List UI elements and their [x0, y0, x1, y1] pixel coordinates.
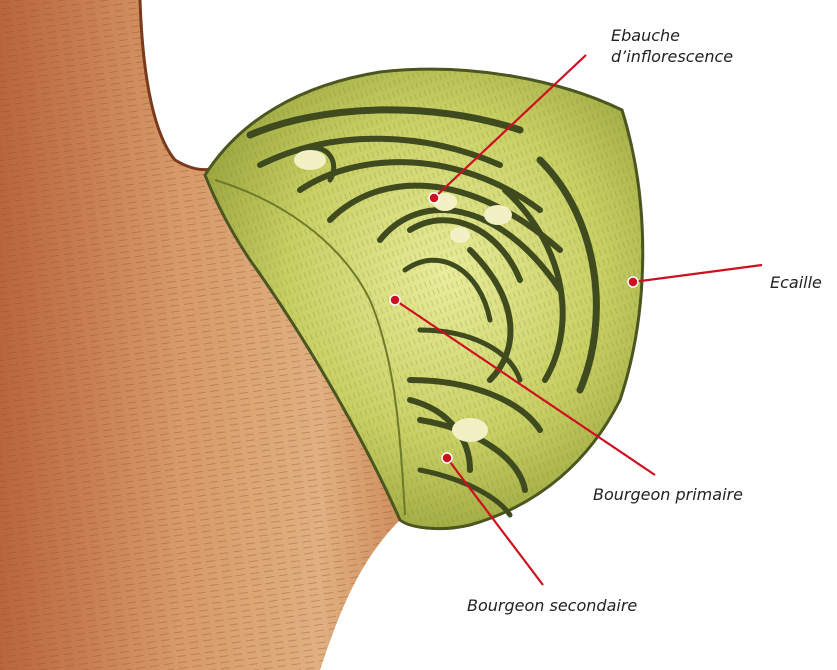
label-bourgeon-primaire: Bourgeon primaire — [593, 484, 743, 505]
label-ebauche-line2: d’inflorescence — [611, 46, 733, 67]
label-bourgeon-secondaire: Bourgeon secondaire — [467, 595, 637, 616]
dot-secondaire — [442, 453, 452, 463]
dot-primaire — [390, 295, 400, 305]
label-ecaille: Ecaille — [770, 272, 822, 293]
label-ebauche-inflorescence: Ebauche d’inflorescence — [611, 25, 733, 67]
leader-ecaille — [633, 265, 762, 282]
label-ebauche-line1: Ebauche — [611, 25, 733, 46]
dot-ebauche — [429, 193, 439, 203]
dot-ecaille — [628, 277, 638, 287]
